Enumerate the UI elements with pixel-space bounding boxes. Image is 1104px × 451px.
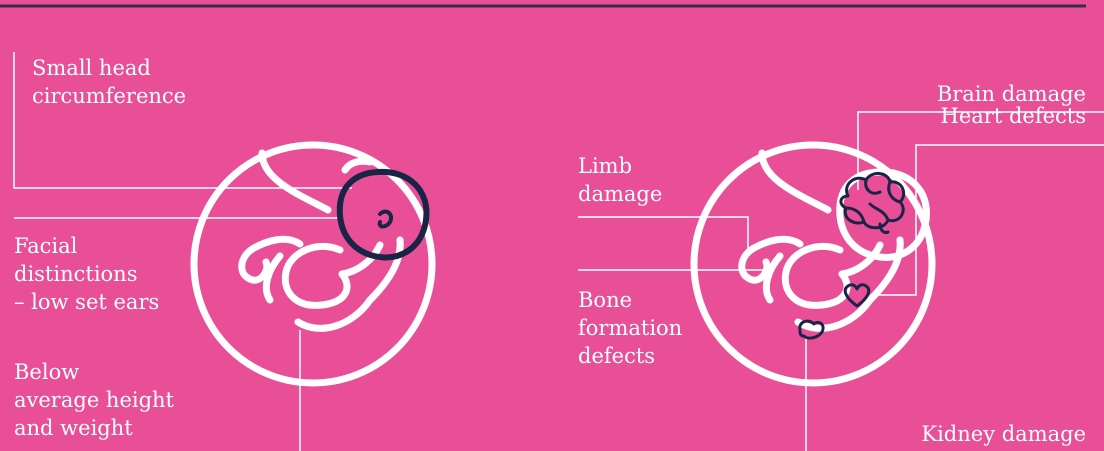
leader-limb (578, 217, 748, 248)
label-heart-defects: Heart defects (941, 102, 1086, 130)
label-height-weight: Below average height and weight (14, 358, 174, 442)
leader-heart (870, 145, 1104, 295)
label-limb-damage: Limb damage (578, 152, 662, 208)
umbilical-cord-icon (762, 153, 828, 210)
right-fetus-icon (694, 145, 932, 383)
label-small-head: Small head circumference (32, 54, 186, 110)
low-set-ear-icon (380, 212, 391, 227)
label-kidney-damage: Kidney damage (921, 420, 1086, 448)
fetus-neck-icon (345, 161, 370, 170)
label-facial-distinctions: Facial distinctions – low set ears (14, 232, 159, 316)
left-fetus-icon (194, 145, 432, 383)
umbilical-cord-icon (262, 153, 328, 210)
label-bone-defects: Bone formation defects (578, 286, 682, 370)
brain-icon (841, 173, 904, 232)
